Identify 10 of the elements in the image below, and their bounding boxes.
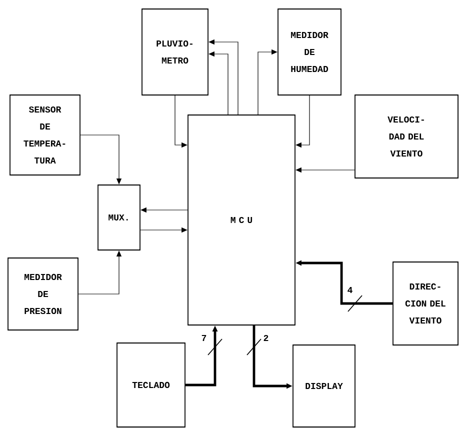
block-box: DIREC-CION DEL VIENTO xyxy=(392,262,458,346)
block-box: PLUVIO-METRO xyxy=(142,8,208,96)
block-box: MUX. xyxy=(98,184,140,250)
block-box: M C U xyxy=(188,114,296,326)
block-box: MEDIDOR DE HUMEDAD xyxy=(278,8,342,96)
block-box: SENSOR DE TEMPERA-TURA xyxy=(10,94,80,176)
block-box: TECLADO xyxy=(116,342,186,428)
block-box: VELOCI-DAD DEL VIENTO xyxy=(354,94,458,178)
block-box: MEDIDOR DE PRESION xyxy=(8,258,78,330)
block-box: DISPLAY xyxy=(292,344,356,428)
